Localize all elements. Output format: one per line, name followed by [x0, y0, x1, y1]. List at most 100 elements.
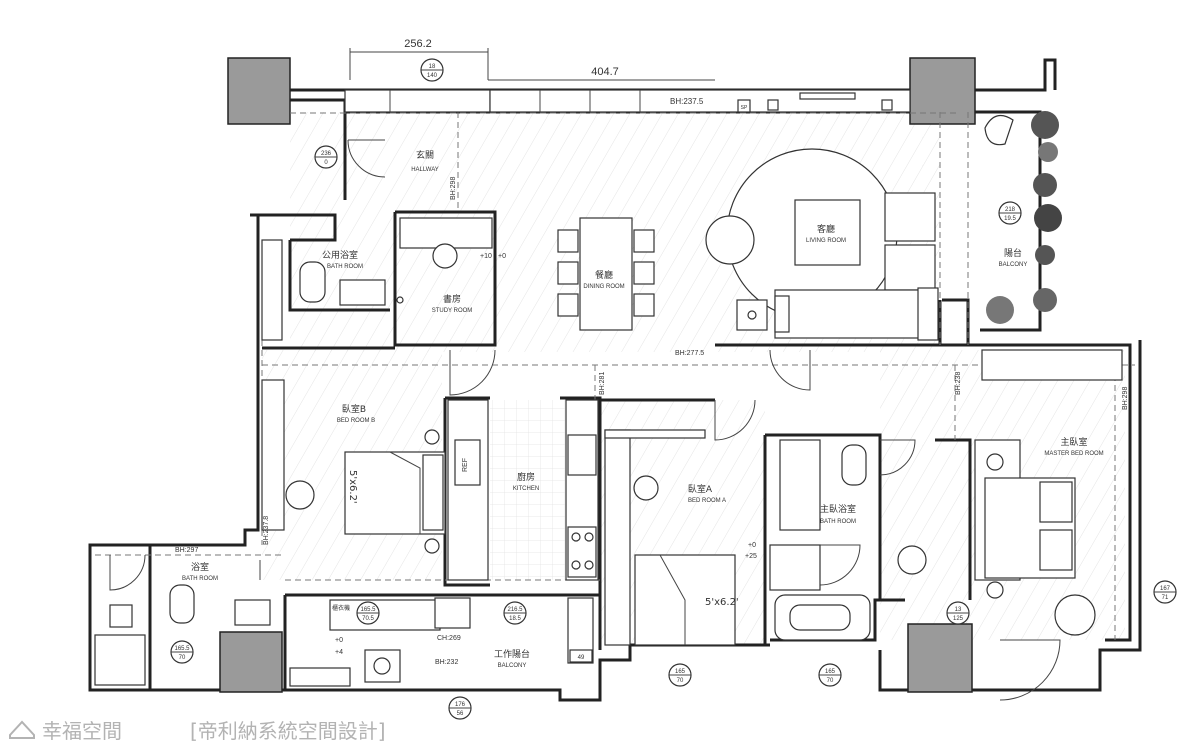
bed-b-en: BED ROOM B [337, 418, 375, 424]
public-bath-en: BATH ROOM [327, 264, 363, 270]
living-en: LIVING ROOM [806, 238, 846, 244]
master-bath-fixtures [769, 439, 871, 641]
tag-5-top: 216.5 [507, 607, 523, 613]
bh-277-5: BH:277.5 [675, 350, 704, 357]
house-logo-icon [9, 720, 35, 739]
tag-6-top: 165.5 [174, 646, 190, 652]
lvl-study: +10 [480, 253, 492, 260]
beam-height-labels: BH:298 BH:277.5 BH:281 BH:238 BH:298 BH:… [175, 177, 1129, 666]
column-top-right [909, 57, 976, 125]
tag-1-top: 18 [429, 64, 436, 70]
watermark: 幸福空間 [帝利納系統空間設計] [9, 719, 386, 743]
tag-4: 165.5 70.5 [356, 601, 380, 625]
living-cn: 客廳 [817, 223, 835, 235]
balcony-cn: 陽台 [1004, 247, 1022, 259]
tag-7-bottom: 70 [677, 678, 684, 684]
tag-11-top: 176 [455, 702, 466, 708]
living-set [705, 148, 939, 341]
tag-9-top: 13 [955, 607, 962, 613]
public-bath-fixtures [261, 239, 386, 341]
tag-3: 218 19.5 [998, 201, 1022, 225]
bh-237-8: BH:237.8 [263, 516, 270, 545]
room-labels: 玄關 HALLWAY 公用浴室 BATH ROOM 書房 STUDY ROOM … [182, 149, 1104, 669]
bh-232: BH:232 [435, 659, 458, 666]
master-bed-en: MASTER BED ROOM [1044, 451, 1103, 457]
tag-7-top: 165 [675, 669, 686, 675]
tag-7: 165 70 [668, 663, 692, 687]
tag-6-bottom: 70 [179, 655, 186, 661]
kitchen-fixtures [447, 399, 599, 581]
cabinet-label: 櫃衣機 [332, 604, 350, 612]
tag-8-top: 165 [825, 669, 836, 675]
balcony-en: BALCONY [999, 262, 1028, 268]
bh-298-b: BH:298 [1122, 387, 1129, 410]
tag-9-bottom: 125 [953, 616, 964, 622]
bed-a-cn: 臥室A [688, 483, 713, 495]
tag-3-bottom: 19.5 [1004, 216, 1016, 222]
dining-en: DINING ROOM [583, 284, 624, 290]
ref-label: REF [462, 458, 469, 472]
bath2-en: BATH ROOM [182, 576, 218, 582]
hallway-en: HALLWAY [411, 167, 439, 173]
dining-set [557, 217, 655, 331]
tag-9: 13 125 [946, 601, 970, 625]
tag-4-top: 165.5 [360, 607, 376, 613]
bh-237-5: BH:237.5 [670, 97, 704, 106]
bedroom-a-furniture [604, 429, 736, 646]
balcony-plants [984, 111, 1062, 324]
hallway-cabinets: SP [344, 89, 911, 113]
tag-6: 165.5 70 [170, 640, 194, 664]
kitchen-tile [490, 400, 565, 580]
tag-1-bottom: 140 [427, 73, 438, 79]
work-balcony-cn: 工作陽台 [494, 648, 530, 660]
tag-10-bottom: 71 [1162, 595, 1169, 601]
hallway-cn: 玄關 [416, 149, 434, 161]
bed-a-en: BED ROOM A [688, 498, 726, 504]
door-swings [109, 139, 1061, 701]
tag-8-bottom: 70 [827, 678, 834, 684]
tag-49-label: 49 [578, 655, 585, 661]
sp-label: SP [741, 105, 748, 111]
work-balcony-en: BALCONY [498, 663, 527, 669]
bath2-fixtures [94, 584, 271, 686]
tag-1: 18 140 [420, 58, 444, 82]
tag-10-top: 167 [1160, 586, 1171, 592]
lvl-bed-a: +0 [748, 542, 756, 549]
tag-11: 176 56 [448, 696, 472, 720]
bedroom-b-furniture [261, 379, 446, 554]
tag-3-top: 218 [1005, 207, 1016, 213]
column-bottom-left [219, 631, 283, 693]
tag-5: 216.5 18.5 [503, 601, 527, 625]
master-bed-furniture [897, 349, 1123, 636]
master-bed-cn: 主臥室 [1060, 436, 1087, 448]
kitchen-en: KITCHEN [513, 486, 539, 492]
tag-8: 165 70 [818, 663, 842, 687]
bh-281: BH:281 [599, 372, 606, 395]
study-en: STUDY ROOM [432, 308, 473, 314]
tag-2-top: 236 [321, 151, 332, 157]
work-balcony-fixtures [289, 597, 594, 687]
tag-5-bottom: 18.5 [509, 616, 521, 622]
public-bath-cn: 公用浴室 [322, 249, 358, 261]
tag-4-bottom: 70.5 [362, 616, 374, 622]
watermark-brand: 幸福空間 [42, 719, 122, 743]
lvl-bed-a-2: +25 [745, 553, 757, 560]
lvl-balc: +0 [335, 637, 343, 644]
dim-256: 256.2 [404, 38, 432, 50]
tag-10: 167 71 [1153, 580, 1177, 604]
ch-269: CH:269 [437, 635, 461, 642]
bh-238: BH:238 [955, 372, 962, 395]
tag-2: 236 0 [314, 145, 338, 169]
watermark-designer: [帝利納系統空間設計] [190, 719, 386, 743]
bh-298-a: BH:298 [450, 177, 457, 200]
master-bath-en: BATH ROOM [820, 519, 856, 525]
bath2-cn: 浴室 [191, 561, 209, 573]
tag-11-bottom: 56 [457, 711, 464, 717]
level-tags: 18 140 236 0 218 19.5 165.5 70.5 216.5 1… [170, 58, 1177, 720]
bh-297: BH:297 [175, 547, 198, 554]
bed-size-a: 5'x6.2' [705, 597, 739, 608]
dimension-top: 256.2 404.7 [349, 38, 715, 81]
bed-b-cn: 臥室B [342, 403, 366, 415]
study-cn: 書房 [443, 293, 461, 305]
